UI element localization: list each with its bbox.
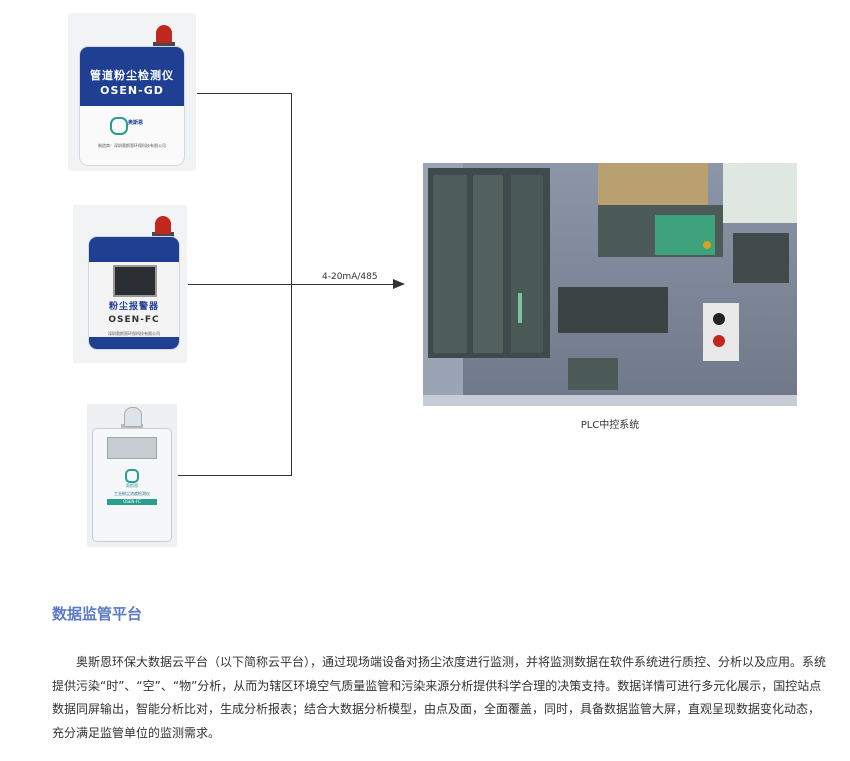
device-title: 粉尘报警器 (108, 302, 159, 312)
arrow-head-icon (393, 279, 405, 289)
display-screen (113, 265, 157, 297)
section-paragraph: 奥斯恩环保大数据云平台（以下简称云平台），通过现场端设备对扬尘浓度进行监测，并将… (52, 651, 830, 745)
connector-line (197, 93, 291, 94)
alarm-light-icon (124, 407, 142, 427)
connector-line (188, 284, 291, 285)
brand-logo-icon (110, 117, 128, 135)
maker-text: 制造商：深圳奥斯恩环保科技有限公司 (98, 143, 166, 148)
brand-logo-icon (125, 469, 139, 483)
paragraph-text: 奥斯恩环保大数据云平台（以下简称云平台），通过现场端设备对扬尘浓度进行监测，并将… (52, 655, 827, 740)
device-title: 管道粉尘检测仪 (90, 69, 174, 82)
device-image-industrial-dust-detector: 奥斯恩 工业粉尘浓度检测仪 OSEN-FC (87, 404, 177, 547)
device-image-dust-pipe-detector: 管道粉尘检测仪 OSEN-GD 奥斯恩 制造商：深圳奥斯恩环保科技有限公司 (68, 13, 196, 171)
alarm-light-icon (155, 216, 171, 234)
signal-label: 4-20mA/485 (322, 272, 378, 282)
plc-caption: PLC中控系统 (580, 420, 640, 431)
section-title: 数据监管平台 (52, 605, 143, 623)
brand-name: 奥斯恩 (126, 483, 138, 488)
maker-text: 深圳奥斯恩环保科技有限公司 (108, 331, 160, 336)
device-image-dust-alarm: 粉尘报警器 OSEN-FC 深圳奥斯恩环保科技有限公司 (73, 205, 187, 363)
plc-system-photo (423, 163, 797, 406)
connector-line (178, 475, 292, 476)
device-model: OSEN-FC (108, 315, 160, 325)
connector-arrow-line (291, 284, 394, 285)
device-model: OSEN-GD (100, 84, 164, 97)
device-model: OSEN-FC (107, 499, 157, 505)
brand-name: 奥斯恩 (128, 120, 144, 126)
device-title: 工业粉尘浓度检测仪 (114, 491, 150, 496)
display-window (107, 437, 157, 459)
alarm-light-icon (156, 25, 172, 43)
